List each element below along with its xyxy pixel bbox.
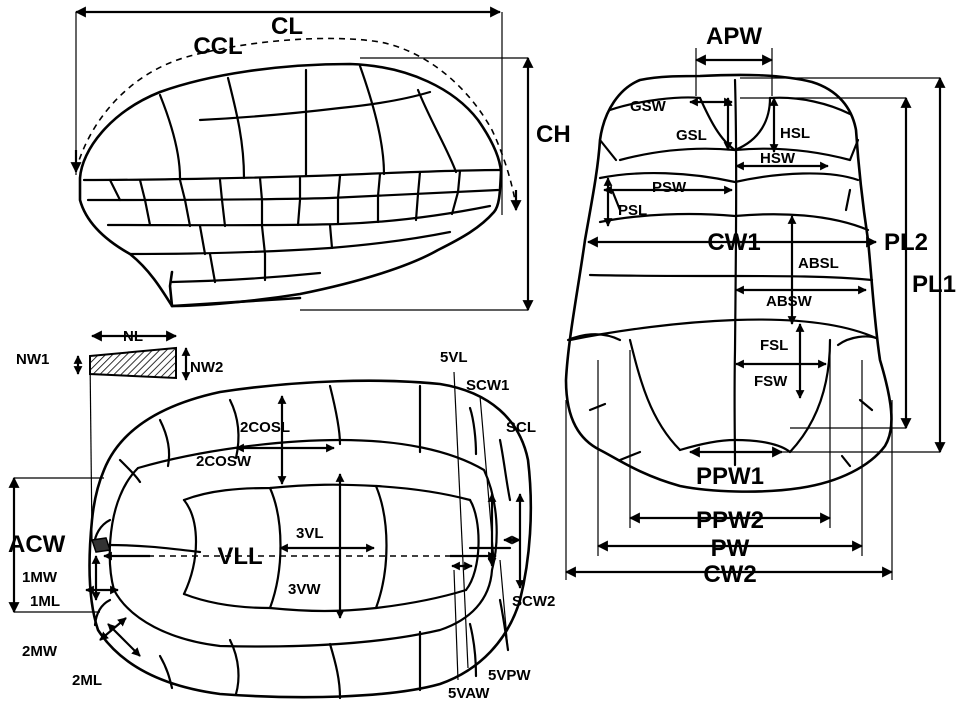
lateral-view: CL CCL CH: [70, 6, 571, 312]
lateral-scute-seams: [82, 64, 502, 284]
pw-label: PW: [711, 535, 750, 562]
acw-label: ACW: [8, 531, 66, 558]
nuchal-scute-hatched: [89, 346, 177, 380]
scw2-label: SCW2: [512, 593, 555, 610]
ppw1-label: PPW1: [696, 463, 764, 490]
2ml-arrow: [107, 623, 141, 657]
2mw-label: 2MW: [22, 643, 58, 660]
psl-label: PSL: [618, 202, 647, 219]
pl1-label: PL1: [912, 271, 956, 298]
nw1-label: NW1: [16, 351, 49, 368]
hsl-label: HSL: [780, 125, 810, 142]
absw-label: ABSW: [766, 293, 813, 310]
dorsal-scute-seams: [92, 384, 512, 700]
2cosw-label: 2COSW: [196, 453, 252, 470]
cw1-label: CW1: [707, 229, 760, 256]
1mw-label: 1MW: [22, 569, 58, 586]
apw-label: APW: [706, 23, 762, 50]
pl2-label: PL2: [884, 229, 928, 256]
scl-label: SCL: [506, 419, 536, 436]
5vaw-label: 5VAW: [448, 685, 490, 702]
scw1-label: SCW1: [466, 377, 509, 394]
lateral-shell-outline: [78, 62, 503, 308]
fsw-label: FSW: [754, 373, 788, 390]
cw2-label: CW2: [703, 561, 756, 588]
ch-label: CH: [536, 121, 571, 148]
hsw-label: HSW: [760, 150, 796, 167]
cl-label: CL: [271, 13, 303, 40]
psw-label: PSW: [652, 179, 687, 196]
3vl-label: 3VL: [296, 525, 324, 542]
nuchal-leader-line: [89, 355, 93, 541]
gsw-label: GSW: [630, 98, 667, 115]
5vl-label: 5VL: [440, 349, 468, 366]
3vw-label: 3VW: [288, 581, 321, 598]
5vpw-label: 5VPW: [488, 667, 531, 684]
ccl-dashed-curve: [75, 37, 516, 201]
5vl-leader: [453, 371, 469, 669]
nw2-label: NW2: [190, 359, 223, 376]
ccl-label: CCL: [193, 33, 242, 60]
gsl-label: GSL: [676, 127, 707, 144]
2cosl-label: 2COSL: [240, 419, 290, 436]
1ml-label: 1ML: [30, 593, 60, 610]
2ml-label: 2ML: [72, 672, 102, 689]
vll-label: VLL: [217, 543, 262, 570]
dorsal-view: NL NW1 NW2 ACW 1MW 1ML 2MW 2ML 2COSL 2CO…: [8, 328, 555, 702]
plastron-view: APW GSW GSL HSL HSW PSW PSL CW1 PL2 PL1 …: [564, 23, 956, 588]
ppw2-label: PPW2: [696, 507, 764, 534]
nl-label: NL: [123, 328, 143, 345]
fsl-label: FSL: [760, 337, 788, 354]
5vaw-leader: [453, 569, 459, 681]
nuchal-scute-marker: [91, 537, 111, 553]
plastron-outline: [564, 73, 893, 493]
absl-label: ABSL: [798, 255, 839, 272]
5vpw-leader: [499, 559, 509, 651]
